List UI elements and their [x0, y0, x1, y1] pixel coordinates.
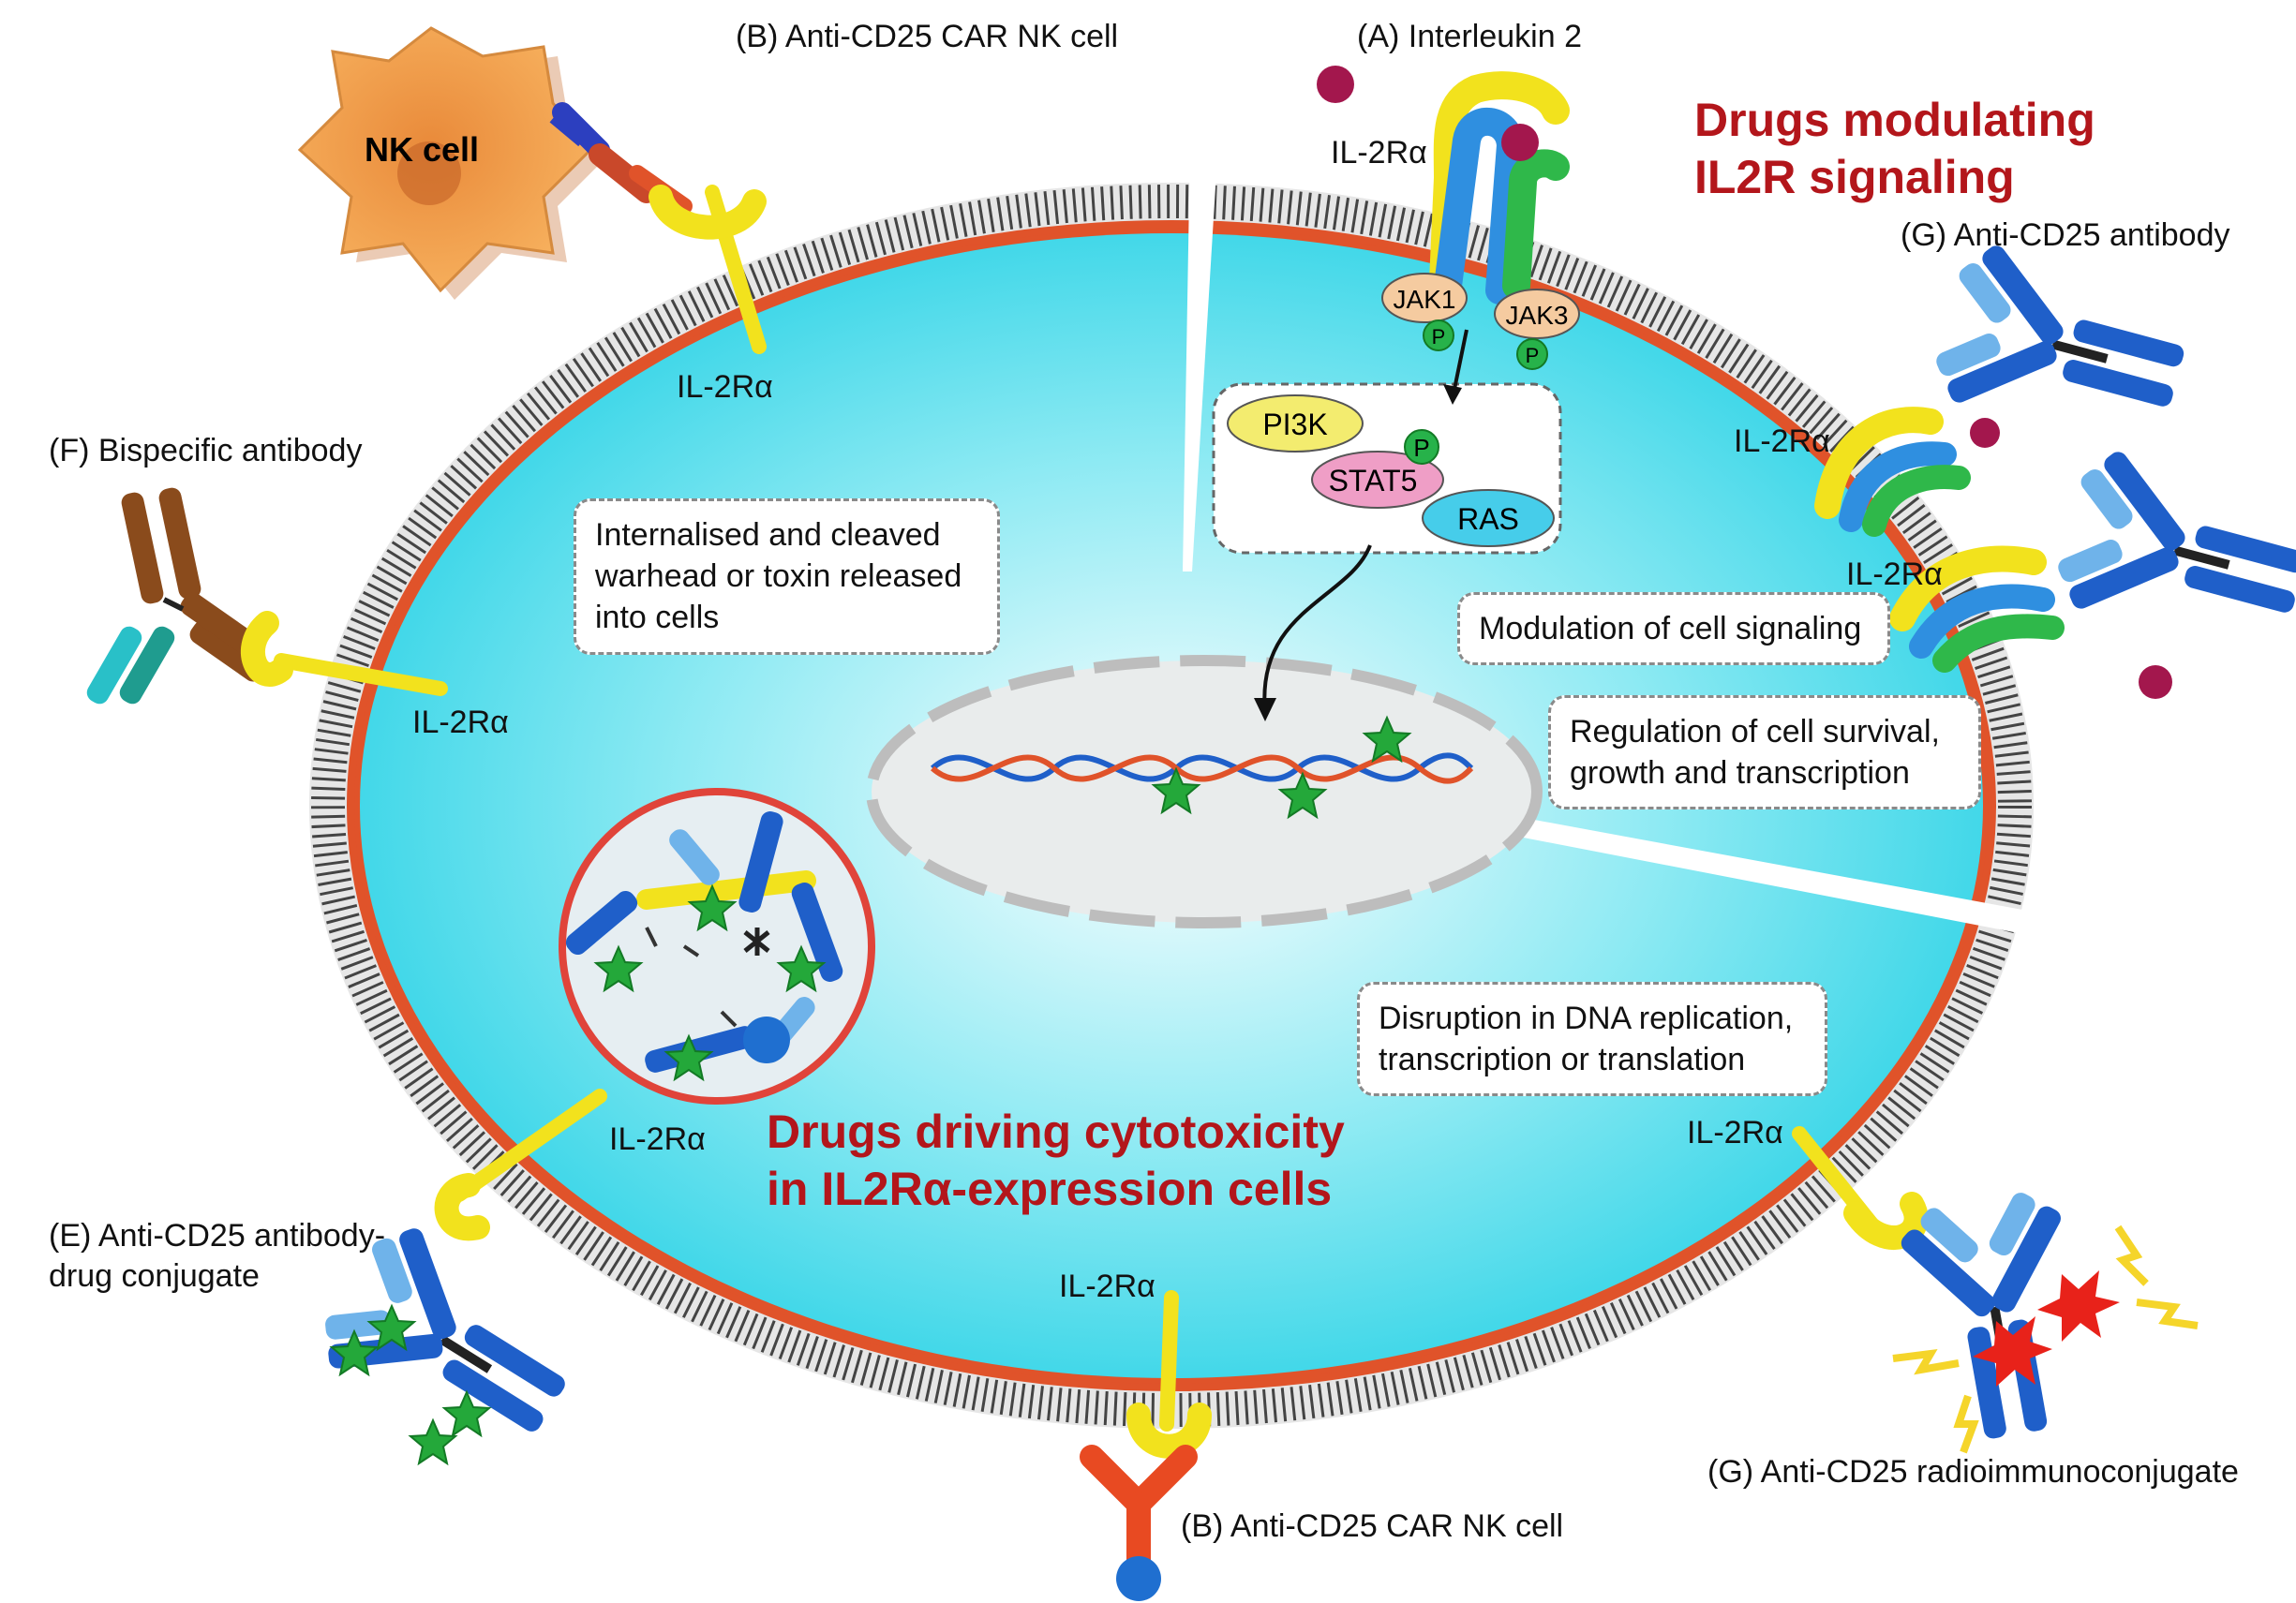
il2ra-chain [1429, 71, 1570, 295]
jak1-label: JAK1 [1394, 285, 1456, 314]
jak3-label: JAK3 [1506, 301, 1569, 330]
nk-cell: NK cell [297, 26, 693, 300]
receptor-label: IL-2Rα [412, 705, 509, 740]
nk-bead [1116, 1556, 1161, 1601]
receptor-label: IL-2Rα [1059, 1269, 1155, 1304]
arrow-head [1254, 698, 1276, 721]
ras-blob [1422, 489, 1555, 547]
stat5-blob [1311, 451, 1444, 509]
radioimmunoconjugate [1792, 1126, 2199, 1454]
stat5-label: STAT5 [1329, 464, 1418, 497]
phospho-label: P [1432, 325, 1446, 349]
phospho-circle [1404, 429, 1439, 465]
jak3-blob [1494, 289, 1580, 339]
receptor-label: IL-2Rα [609, 1121, 706, 1157]
label-a: (A) Interleukin 2 [1357, 19, 1582, 54]
nucleus [866, 655, 1543, 928]
label-f: (F) Bispecific antibody [49, 433, 363, 468]
il2ra-receptor [241, 611, 448, 696]
receptor-label: IL-2Rα [677, 369, 773, 405]
car-nk-bottom [1080, 1290, 1212, 1601]
ras-label: RAS [1457, 502, 1519, 536]
receptor-label: IL-2Rα [1734, 423, 1830, 459]
heading-cytotoxicity: Drugs driving cytotoxicity in IL2Rα-expr… [767, 1106, 1345, 1215]
dna-strand-1 [931, 752, 1474, 782]
label-b-bottom: (B) Anti-CD25 CAR NK cell [1181, 1508, 1564, 1544]
receptor-label: IL-2Rα [1687, 1115, 1783, 1150]
label-g-antibody: (G) Anti-CD25 antibody [1901, 217, 2230, 253]
nk-nucleus [397, 141, 461, 205]
il2-molecule [1317, 66, 1354, 103]
phospho-circle [1516, 338, 1548, 370]
lysosome [559, 788, 875, 1105]
antibody-drug-conjugate [302, 1089, 607, 1480]
car-receptor [589, 143, 658, 203]
receptor-label: IL-2Rα [1846, 557, 1943, 592]
arrow-pathway-to-nucleus [1262, 544, 1372, 713]
label-b-top: (B) Anti-CD25 CAR NK cell [736, 19, 1119, 54]
label-g-radio: (G) Anti-CD25 radioimmunoconjugate [1707, 1454, 2239, 1490]
phospho-label: P [1526, 344, 1540, 367]
jak1-blob [1381, 273, 1468, 323]
signaling-complex: PI3K STAT5 RAS P [1212, 382, 1562, 555]
anti-cd25-antibody [1814, 233, 2200, 537]
label-e: (E) Anti-CD25 antibody- drug conjugate [49, 1218, 386, 1294]
drug-star [410, 1419, 456, 1464]
dna-strand-2 [931, 754, 1474, 784]
bispecific-antibody [86, 487, 266, 705]
arrow-head [1443, 384, 1462, 405]
il2-receptor-complex: JAK1 JAK3 P P [1317, 66, 1580, 370]
callout-modulation: Modulation of cell signaling [1457, 592, 1890, 666]
phospho-label: P [1413, 434, 1429, 462]
gamma-c-chain [1502, 149, 1570, 300]
pi3k-label: PI3K [1262, 408, 1327, 441]
nk-cell-label: NK cell [365, 130, 479, 169]
pi3k-blob [1227, 394, 1364, 453]
il2-molecule [2139, 665, 2172, 699]
receptor-label: IL-2Rα [1331, 135, 1427, 171]
il2-bound [1501, 124, 1539, 161]
divider-top [1183, 141, 1218, 571]
il2ra-receptor [649, 185, 767, 354]
callout-disruption: Disruption in DNA replication, transcrip… [1357, 982, 1827, 1097]
phospho-circle [1423, 319, 1454, 351]
divider-right [1504, 815, 2043, 937]
anti-cd25-antibody [1889, 439, 2296, 699]
callout-regulation: Regulation of cell survival, growth and … [1548, 695, 1981, 810]
heading-modulating: Drugs modulating IL2R signaling [1694, 94, 2095, 203]
callout-internalised: Internalised and cleaved warhead or toxi… [574, 498, 1000, 655]
